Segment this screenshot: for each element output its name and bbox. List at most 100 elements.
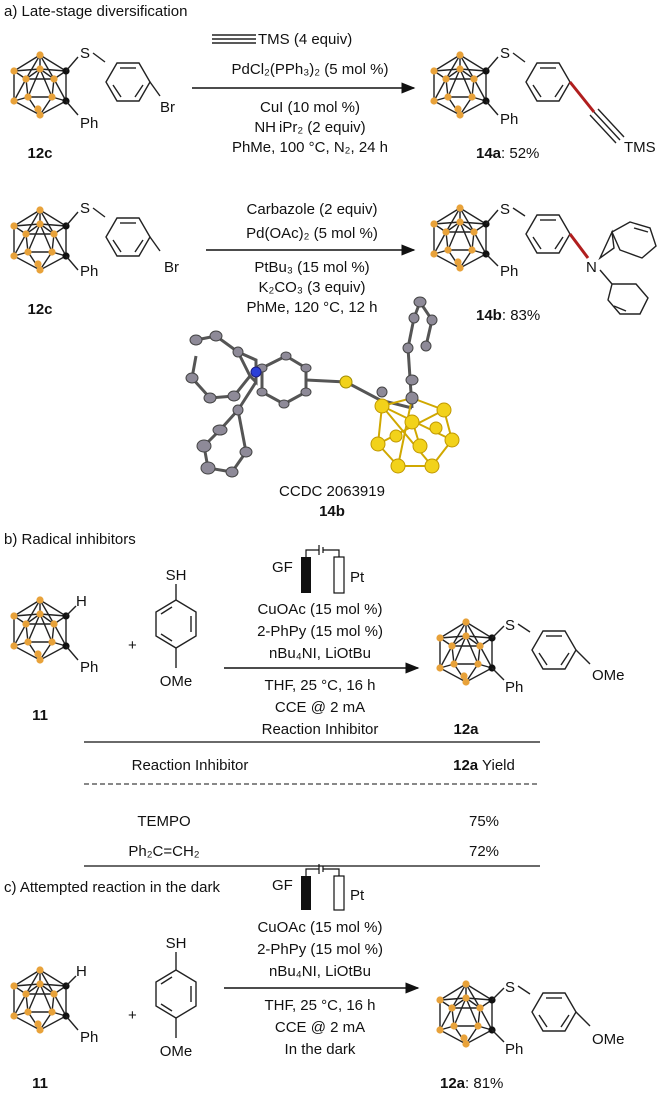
methoxy-group: OMe (160, 1043, 193, 1060)
methoxy-group: OMe (592, 667, 625, 684)
r2-condition-catalyst: Pd(OAc)₂ (5 mol %) (246, 225, 378, 242)
electrode-pt-label: Pt (350, 569, 365, 586)
b-condition-current: CCE @ 2 mA (275, 699, 365, 716)
c-condition-catalyst: CuOAc (15 mol %) (257, 919, 382, 936)
graphite-felt-anode (301, 557, 311, 593)
r2-condition-base: K₂CO₃ (3 equiv) (259, 279, 366, 296)
svg-text:12a Yield: 12a Yield (453, 757, 515, 774)
table-cell-yield: 75% (469, 813, 499, 830)
b-condition-inhibitor: Reaction Inhibitor (262, 721, 379, 738)
reactant-label-11-b: 11 (32, 707, 48, 724)
nitrogen-atom: N (586, 259, 597, 276)
thiol-group: SH (166, 567, 187, 584)
reactant-11-structure-c: H Ph (9, 963, 98, 1046)
b-condition-ligand: 2-PhPy (15 mol %) (257, 623, 383, 640)
r1-condition-cocatalyst: CuI (10 mol %) (260, 99, 360, 116)
methoxy-group: OMe (592, 1031, 625, 1048)
r2-condition-amine: Carbazole (2 equiv) (247, 201, 378, 218)
product-yield-12a-c: : 81% (465, 1075, 503, 1092)
table-cell-inhibitor: Ph₂C=CH₂ (128, 843, 199, 860)
sulfur-atom: S (505, 617, 515, 634)
platinum-cathode (333, 556, 345, 594)
phenyl-label: Ph (80, 263, 98, 280)
reactant-12c-structure-1: S Ph Br (9, 45, 175, 132)
reactant-label-12c-2: 12c (27, 301, 52, 318)
sulfur-atom: S (80, 200, 90, 217)
table-cell-yield: 72% (469, 843, 499, 860)
b-condition-catalyst: CuOAc (15 mol %) (257, 601, 382, 618)
hydrogen-atom: H (76, 593, 87, 610)
table-row: TEMPO 75% (137, 813, 499, 830)
product-label-14b: 14b (476, 307, 502, 324)
thiol-group: SH (166, 935, 187, 952)
product-yield-14a: : 52% (501, 145, 539, 162)
svg-text:14b: 83%: 14b: 83% (476, 307, 540, 324)
product-12a-structure-b: S OMe Ph (435, 617, 625, 696)
reactant-12c-structure-2: S Ph Br (9, 200, 179, 280)
r2-condition-solvent: PhMe, 120 °C, 12 h (246, 299, 377, 316)
bromine-atom: Br (164, 259, 179, 276)
c-condition-solvent: THF, 25 °C, 16 h (264, 997, 375, 1014)
plus-sign-c: + (128, 1007, 137, 1024)
product-14a-structure: S Ph TMS (429, 45, 656, 156)
new-bond-c-c (568, 81, 596, 113)
reactant-label-11-c: 11 (32, 1075, 48, 1092)
section-c-title: c) Attempted reaction in the dark (4, 879, 220, 896)
b-condition-solvent: THF, 25 °C, 16 h (264, 677, 375, 694)
table-header-12a: 12a (453, 757, 479, 774)
svg-text:14a: 52%: 14a: 52% (476, 145, 539, 162)
product-label-14a: 14a (476, 145, 502, 162)
hydrogen-atom: H (76, 963, 87, 980)
electrolysis-cell-b: GF Pt (272, 545, 365, 594)
table-header-inhibitor: Reaction Inhibitor (132, 757, 249, 774)
reactant-label-12c-1: 12c (27, 145, 52, 162)
sulfur-atom: S (80, 45, 90, 62)
b-condition-additive: nBu₄NI, LiOtBu (269, 645, 371, 662)
section-a-title: a) Late-stage diversification (4, 3, 187, 20)
c-condition-ligand: 2-PhPy (15 mol %) (257, 941, 383, 958)
phenyl-label: Ph (500, 263, 518, 280)
electrode-gf-label: GF (272, 559, 293, 576)
reactant-11-structure-b: H Ph (9, 593, 98, 676)
r1-condition-catalyst: PdCl₂(PPh₃)₂ (5 mol %) (232, 61, 389, 78)
product-label-12a-c: 12a (440, 1075, 466, 1092)
r1-condition-base: NH iPr₂ (2 equiv) (254, 119, 365, 136)
phenyl-label: Ph (80, 659, 98, 676)
table-cell-inhibitor: TEMPO (137, 813, 190, 830)
sulfur-atom: S (500, 45, 510, 62)
table-row: Ph₂C=CH₂ 72% (128, 843, 499, 860)
electrolysis-cell-c: GF Pt (272, 864, 365, 911)
phenyl-label: Ph (80, 1029, 98, 1046)
table-header-yield: Yield (478, 757, 515, 774)
phenyl-label: Ph (80, 115, 98, 132)
tms-group: TMS (624, 139, 656, 156)
electrode-gf-label: GF (272, 877, 293, 894)
product-14b-structure: S Ph N (429, 201, 657, 315)
new-bond-c-n (568, 233, 590, 259)
electrode-pt-label: Pt (350, 887, 365, 904)
phenyl-label: Ph (505, 679, 523, 696)
ccdc-number: CCDC 2063919 (279, 483, 385, 500)
r1-condition-solvent: PhMe, 100 °C, N₂, 24 h (232, 139, 388, 156)
crystal-structure-14b (185, 296, 460, 478)
c-condition-dark: In the dark (285, 1041, 356, 1058)
crystal-label-14b: 14b (319, 503, 345, 520)
svg-text:12a: 81%: 12a: 81% (440, 1075, 503, 1092)
product-yield-14b: : 83% (502, 307, 540, 324)
product-12a-structure-c: S OMe Ph (435, 979, 625, 1058)
plus-sign-b: + (128, 637, 137, 654)
methoxy-group: OMe (160, 673, 193, 690)
sulfur-atom: S (505, 979, 515, 996)
platinum-cathode (333, 875, 345, 911)
section-b-title: b) Radical inhibitors (4, 531, 136, 548)
sulfur-atom: S (500, 201, 510, 218)
phenyl-label: Ph (505, 1041, 523, 1058)
bromine-atom: Br (160, 99, 175, 116)
alkyne-tms-reagent (212, 34, 256, 44)
graphite-felt-anode (301, 876, 311, 910)
phenyl-label: Ph (500, 111, 518, 128)
thiophenol-structure-b: SH OMe (155, 567, 197, 690)
thiophenol-structure-c: SH OMe (155, 935, 197, 1060)
inhibitor-table: Reaction Inhibitor 12a Yield TEMPO 75% P… (84, 741, 540, 867)
c-condition-current: CCE @ 2 mA (275, 1019, 365, 1036)
